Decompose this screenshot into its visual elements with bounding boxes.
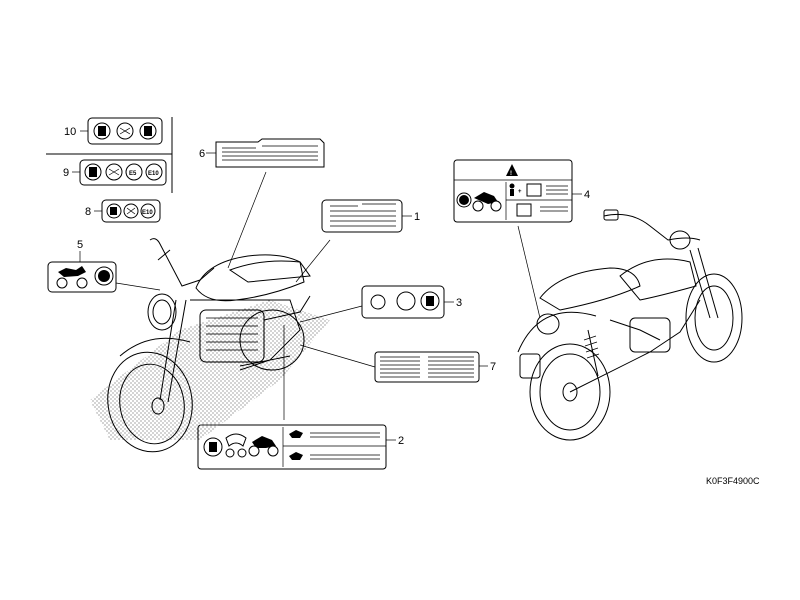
svg-text:!: ! <box>510 171 512 177</box>
seat <box>539 267 641 311</box>
label-7-group: 7 <box>299 344 496 383</box>
bracket-panel-10-9 <box>46 117 173 193</box>
callout-5: 5 <box>77 239 83 251</box>
e5-badge-icon <box>125 163 143 181</box>
shadow-pattern <box>90 300 330 440</box>
callout-1: 1 <box>414 211 420 223</box>
label-6-text-lines <box>222 145 318 161</box>
label-10-group: 10 <box>64 117 163 145</box>
helmet-icon <box>225 433 247 447</box>
e10-badge-text: E10 <box>148 171 159 177</box>
engine <box>199 309 265 363</box>
callout-4: 4 <box>584 189 590 201</box>
label-7-text-lines <box>380 356 474 378</box>
front-wheel <box>107 351 193 453</box>
callout-10: 10 <box>64 126 76 138</box>
warning-icon <box>506 164 518 176</box>
label-3-group: 3 <box>299 285 462 323</box>
motorcycle-rear-view <box>517 209 743 441</box>
e5-badge-text: E5 <box>129 171 137 177</box>
label-8-group: 8 E10 <box>85 199 161 223</box>
label-4-group: ! + 4 <box>453 159 590 319</box>
callout-9: 9 <box>63 167 69 179</box>
label-6-sticker <box>215 138 325 168</box>
person-icon <box>509 183 515 189</box>
fuel-tank <box>619 258 697 301</box>
label-6-group: 6 <box>199 138 325 269</box>
label-9-sticker <box>79 159 167 186</box>
rear-wheel <box>529 343 611 441</box>
label-1-group: 1 <box>295 199 420 283</box>
diagram-code: K0F3F4900C <box>706 476 760 486</box>
rider-icon <box>289 430 303 438</box>
headlight <box>147 293 177 331</box>
luggage-icon <box>526 183 542 197</box>
label-7-sticker <box>374 351 480 383</box>
chain-adjust-icon <box>370 294 386 310</box>
motorcycle-icon <box>58 266 86 277</box>
motorcycle-icon <box>474 192 498 204</box>
motorcycle-front-view <box>90 238 330 453</box>
label-5-group: 5 <box>47 239 161 293</box>
luggage-icon <box>516 203 532 217</box>
fuel-tank <box>195 254 305 302</box>
callout-6: 6 <box>199 148 205 160</box>
label-9-group: 9 E5 E10 <box>63 159 167 186</box>
engine <box>629 317 671 353</box>
rear-wheel <box>239 309 305 371</box>
callout-7: 7 <box>490 361 496 373</box>
callout-8: 8 <box>85 206 91 218</box>
front-wheel <box>685 273 743 363</box>
license-plate <box>519 353 541 379</box>
callout-2: 2 <box>398 435 404 447</box>
motorcycle-icon <box>252 436 276 448</box>
e10-badge-icon <box>145 163 163 181</box>
label-2-group: 2 <box>197 325 404 470</box>
svg-text:+: + <box>518 189 522 195</box>
e10-badge-icon <box>140 203 156 219</box>
label-2-sticker <box>197 424 387 470</box>
e10-badge-text-8: E10 <box>142 210 153 216</box>
rider-icon <box>289 452 303 460</box>
callout-3: 3 <box>456 297 462 309</box>
